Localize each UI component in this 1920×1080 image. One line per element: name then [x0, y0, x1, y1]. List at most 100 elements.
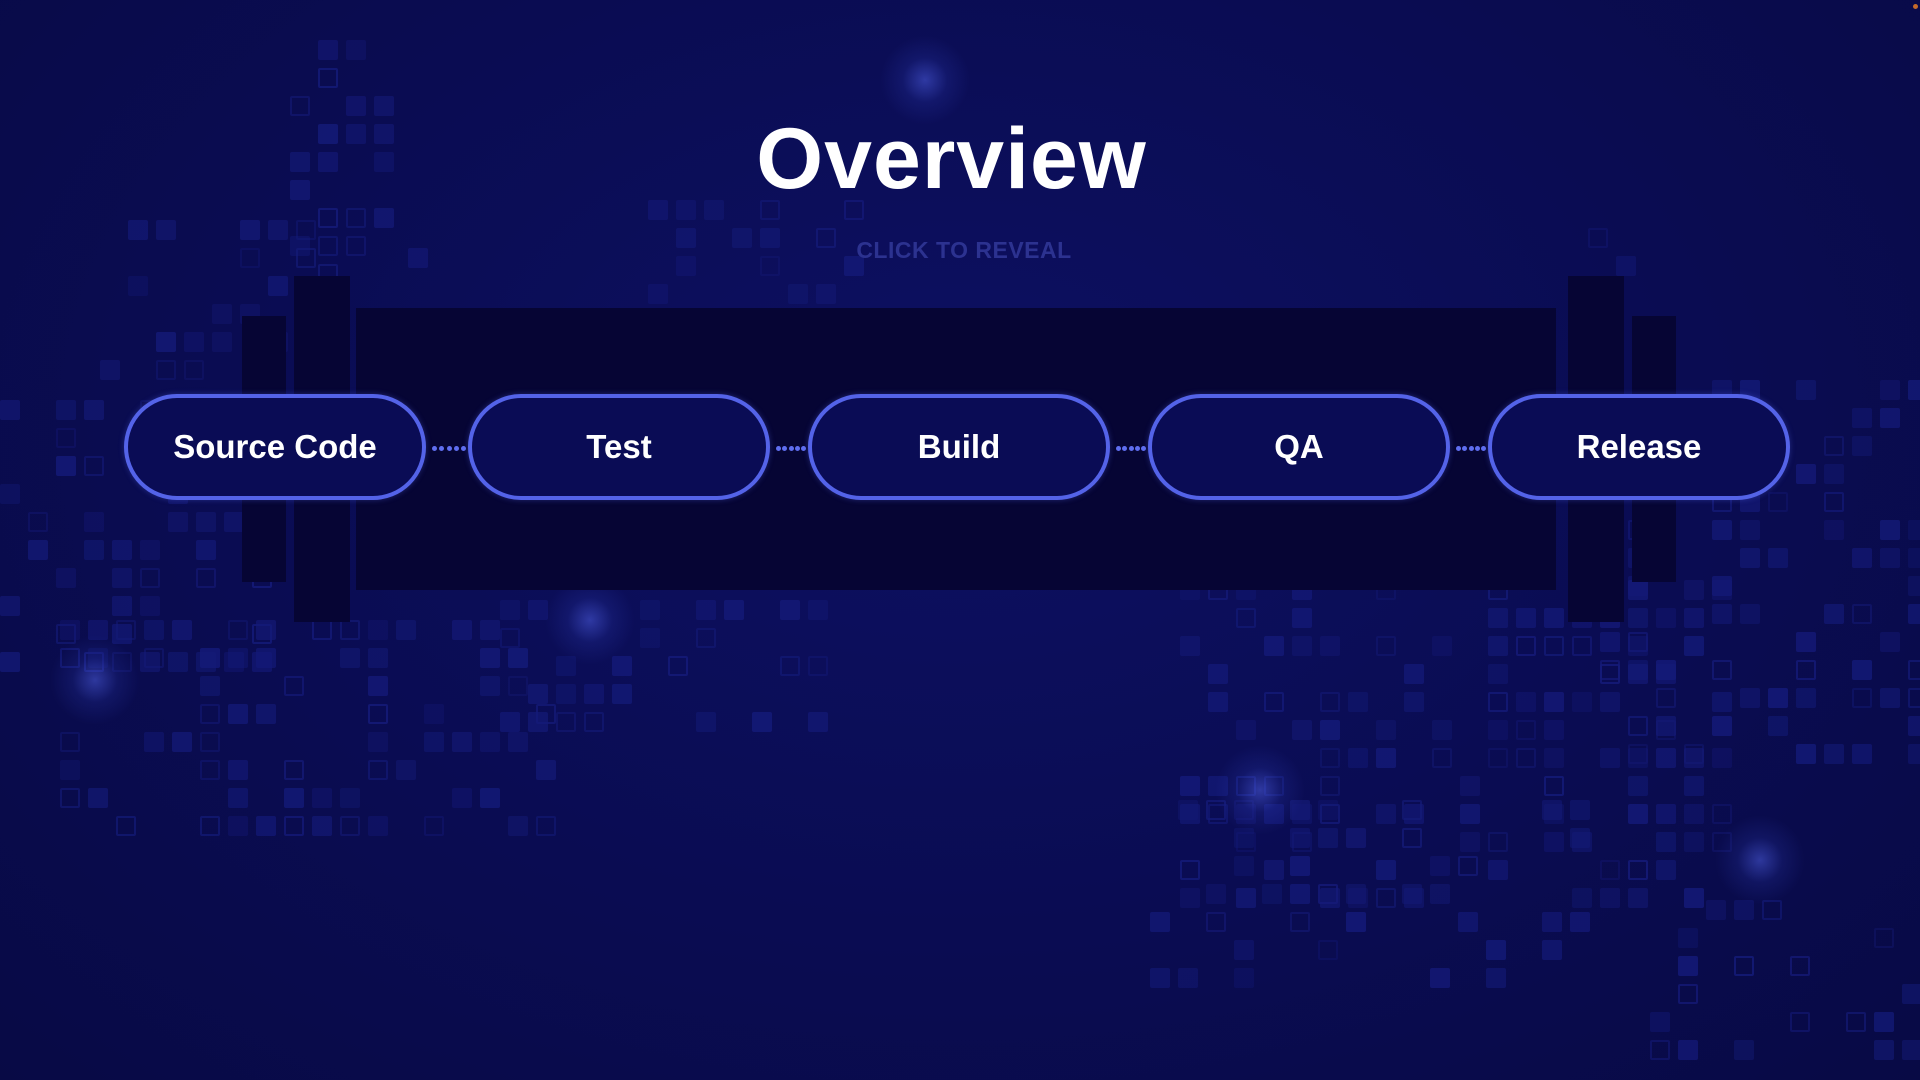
- background-pixel: [1236, 776, 1256, 796]
- background-pixel: [1852, 604, 1872, 624]
- background-pixel: [1684, 608, 1704, 628]
- background-pixel: [1712, 576, 1732, 596]
- background-pixel: [1628, 608, 1648, 628]
- background-pixel: [1824, 744, 1844, 764]
- background-pixel: [788, 284, 808, 304]
- background-pixel: [296, 220, 316, 240]
- stage-source-code[interactable]: Source Code: [124, 394, 426, 500]
- background-pixel: [1488, 748, 1508, 768]
- background-pixel: [528, 600, 548, 620]
- background-pixel: [1650, 1040, 1670, 1060]
- background-pixel: [808, 600, 828, 620]
- background-pixel: [196, 568, 216, 588]
- background-pixel: [1348, 748, 1368, 768]
- background-pixel: [284, 816, 304, 836]
- connector-build-qa: [1116, 445, 1146, 451]
- background-pixel: [1376, 720, 1396, 740]
- background-pixel: [1516, 720, 1536, 740]
- background-pixel: [1600, 692, 1620, 712]
- background-pixel: [1588, 228, 1608, 248]
- background-pixel: [844, 200, 864, 220]
- background-pixel: [1376, 636, 1396, 656]
- background-pixel: [584, 712, 604, 732]
- background-pixel: [1318, 940, 1338, 960]
- background-pixel: [508, 816, 528, 836]
- background-pixel: [1208, 776, 1228, 796]
- background-pixel: [844, 256, 864, 276]
- background-pixel: [396, 620, 416, 640]
- background-pixel: [1544, 832, 1564, 852]
- background-pixel: [1262, 884, 1282, 904]
- background-pixel: [368, 816, 388, 836]
- background-pixel: [1874, 1040, 1894, 1060]
- background-pixel: [1234, 828, 1254, 848]
- background-pixel: [1488, 692, 1508, 712]
- background-pixel: [1234, 856, 1254, 876]
- background-pixel: [1908, 660, 1920, 680]
- background-pixel: [200, 732, 220, 752]
- stage-test[interactable]: Test: [468, 394, 770, 500]
- background-pixel: [368, 732, 388, 752]
- background-pixel: [1902, 1040, 1920, 1060]
- background-pixel: [1852, 436, 1872, 456]
- background-pixel: [228, 816, 248, 836]
- background-pixel: [290, 96, 310, 116]
- background-pixel: [60, 732, 80, 752]
- background-pixel: [84, 456, 104, 476]
- background-pixel: [1404, 664, 1424, 684]
- background-pixel: [346, 208, 366, 228]
- background-pixel: [1516, 636, 1536, 656]
- background-pixel: [1236, 888, 1256, 908]
- background-pixel: [1488, 636, 1508, 656]
- background-pixel: [1178, 800, 1198, 820]
- background-pixel: [1712, 804, 1732, 824]
- stage-build[interactable]: Build: [808, 394, 1110, 500]
- background-pixel: [0, 596, 20, 616]
- background-pixel: [1208, 804, 1228, 824]
- background-pixel: [1318, 828, 1338, 848]
- background-pixel: [228, 788, 248, 808]
- background-pixel: [56, 568, 76, 588]
- stage-release[interactable]: Release: [1488, 394, 1790, 500]
- background-pixel: [346, 96, 366, 116]
- background-pixel: [1712, 520, 1732, 540]
- background-pixel: [116, 620, 136, 640]
- background-pixel: [1600, 748, 1620, 768]
- background-pixel: [1880, 548, 1900, 568]
- background-pixel: [1516, 608, 1536, 628]
- background-pixel: [140, 540, 160, 560]
- background-pixel: [1320, 720, 1340, 740]
- background-pixel: [368, 704, 388, 724]
- background-pixel: [1458, 856, 1478, 876]
- background-pixel: [556, 656, 576, 676]
- background-pixel: [112, 596, 132, 616]
- background-pixel: [780, 656, 800, 676]
- background-pixel: [1150, 912, 1170, 932]
- background-pixel: [1486, 968, 1506, 988]
- background-pixel: [340, 648, 360, 668]
- background-pixel: [1376, 748, 1396, 768]
- background-pixel: [1488, 608, 1508, 628]
- click-to-reveal-hint[interactable]: CLICK TO REVEAL: [856, 237, 1072, 263]
- background-pixel: [1292, 720, 1312, 740]
- background-pixel: [480, 788, 500, 808]
- background-pixel: [1234, 800, 1254, 820]
- background-pixel: [1762, 900, 1782, 920]
- background-pixel: [1628, 748, 1648, 768]
- background-pixel: [1206, 800, 1226, 820]
- background-pixel: [1628, 776, 1648, 796]
- background-pixel: [368, 676, 388, 696]
- background-pixel: [144, 732, 164, 752]
- background-pixel: [1432, 636, 1452, 656]
- background-pixel: [1684, 748, 1704, 768]
- background-pixel: [112, 568, 132, 588]
- background-pixel: [1542, 940, 1562, 960]
- stage-qa[interactable]: QA: [1148, 394, 1450, 500]
- background-pixel: [1908, 576, 1920, 596]
- background-pixel: [128, 220, 148, 240]
- background-pixel: [1656, 748, 1676, 768]
- background-pixel: [60, 788, 80, 808]
- background-pixel: [1460, 804, 1480, 824]
- background-pixel: [256, 620, 276, 640]
